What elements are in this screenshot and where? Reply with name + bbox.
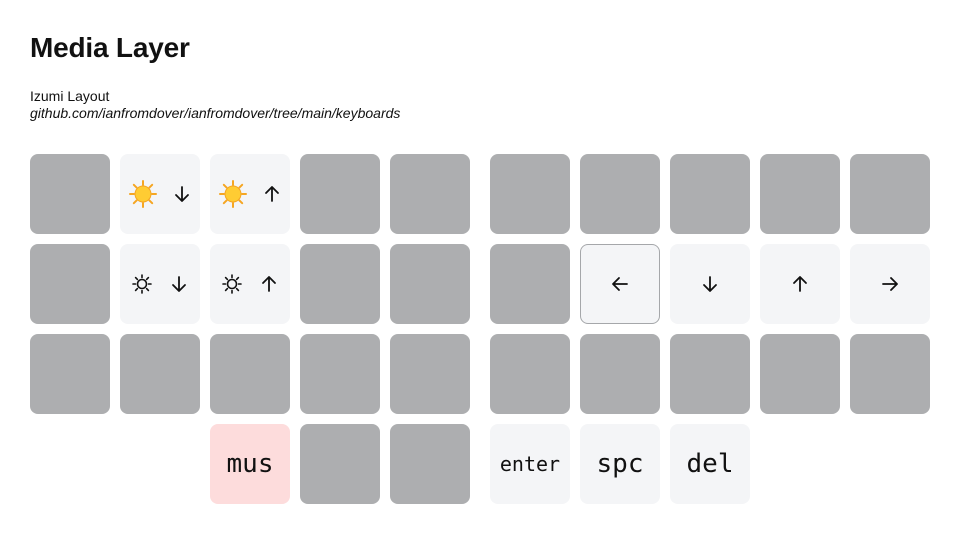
key-blank[interactable] [580, 334, 660, 414]
key-arrow-up[interactable] [760, 244, 840, 324]
arrow-down-icon [170, 275, 188, 293]
key-blank[interactable] [30, 334, 110, 414]
key-blank[interactable] [390, 424, 470, 504]
arrow-up-icon [263, 185, 281, 203]
page-title: Media Layer [30, 32, 190, 63]
key-blank[interactable] [850, 334, 930, 414]
key-blank[interactable] [490, 244, 570, 324]
key-blank[interactable] [760, 334, 840, 414]
key-arrow-left[interactable] [580, 244, 660, 324]
key-enter[interactable]: enter [490, 424, 570, 504]
key-blank[interactable] [210, 334, 290, 414]
key-brightness-up-sun[interactable] [210, 154, 290, 234]
key-brightness-down-outline[interactable] [120, 244, 200, 324]
key-delete[interactable]: del [670, 424, 750, 504]
arrow-up-icon [260, 275, 278, 293]
key-blank[interactable] [670, 334, 750, 414]
key-label: enter [499, 452, 561, 476]
key-blank[interactable] [580, 154, 660, 234]
key-blank[interactable] [490, 154, 570, 234]
arrow-down-icon [173, 185, 191, 203]
arrow-down-icon [700, 274, 720, 294]
key-space[interactable]: spc [580, 424, 660, 504]
key-blank[interactable] [390, 334, 470, 414]
key-brightness-down-sun[interactable] [120, 154, 200, 234]
key-blank[interactable] [760, 154, 840, 234]
arrow-left-icon [610, 274, 630, 294]
key-label: spc [596, 449, 644, 479]
key-blank[interactable] [490, 334, 570, 414]
repo-link[interactable]: github.com/ianfromdover/ianfromdover/tre… [30, 105, 401, 121]
key-arrow-down[interactable] [670, 244, 750, 324]
key-blank[interactable] [850, 154, 930, 234]
arrow-right-icon [880, 274, 900, 294]
layout-caption: Izumi Layout github.com/ianfromdover/ian… [30, 88, 400, 122]
key-blank[interactable] [670, 154, 750, 234]
key-blank[interactable] [300, 244, 380, 324]
key-blank[interactable] [300, 154, 380, 234]
layout-name: Izumi Layout [30, 88, 110, 104]
key-blank[interactable] [120, 334, 200, 414]
key-blank[interactable] [30, 154, 110, 234]
key-label: del [686, 449, 734, 479]
sun-outline-icon [222, 274, 242, 294]
sun-emoji-icon [219, 180, 247, 208]
key-blank[interactable] [390, 244, 470, 324]
key-blank[interactable] [300, 334, 380, 414]
sun-outline-icon [132, 274, 152, 294]
key-blank[interactable] [390, 154, 470, 234]
key-label: mus [226, 449, 274, 479]
key-blank[interactable] [300, 424, 380, 504]
key-blank[interactable] [30, 244, 110, 324]
key-brightness-up-outline[interactable] [210, 244, 290, 324]
key-arrow-right[interactable] [850, 244, 930, 324]
key-mus[interactable]: mus [210, 424, 290, 504]
arrow-up-icon [790, 274, 810, 294]
sun-emoji-icon [129, 180, 157, 208]
